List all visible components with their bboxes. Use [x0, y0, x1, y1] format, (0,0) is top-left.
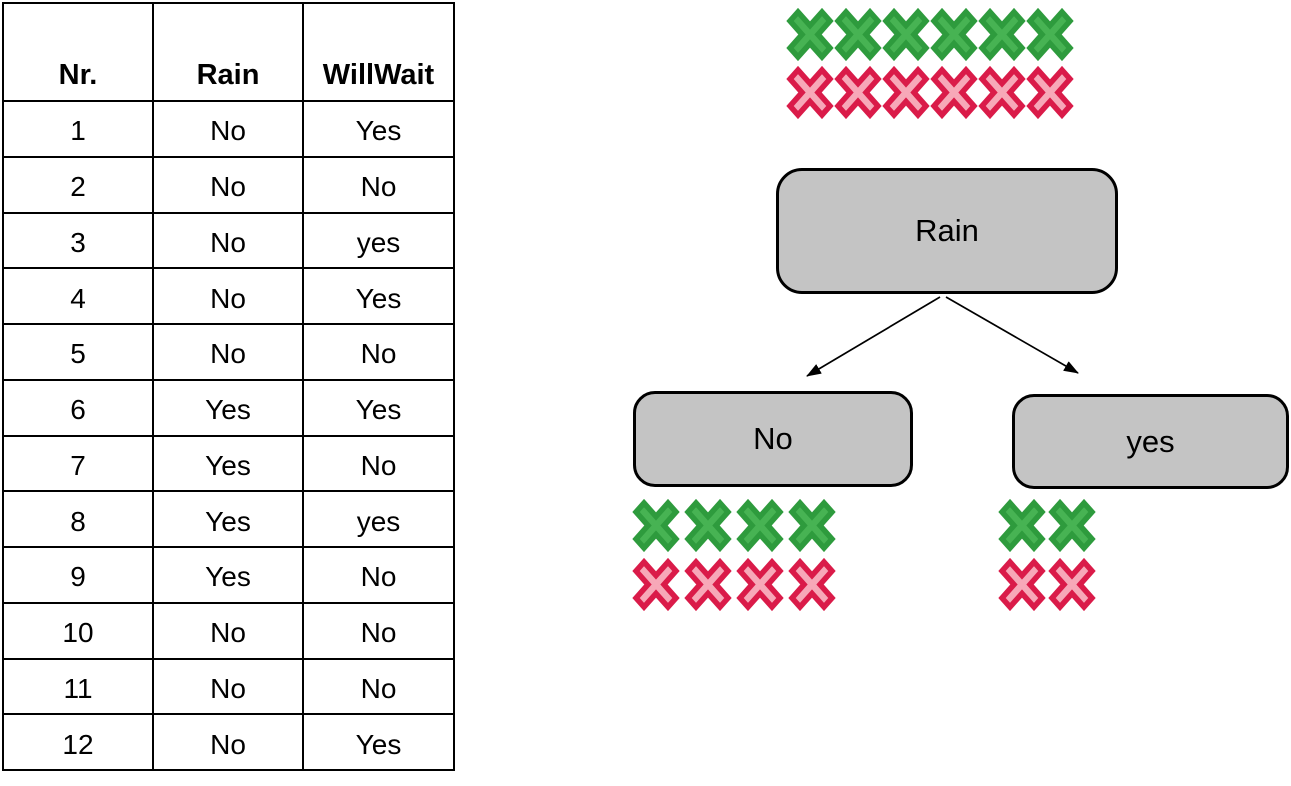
tree-node-label: yes	[1126, 423, 1175, 459]
table-cell: 6	[2, 378, 154, 437]
table-cell: Yes	[152, 434, 304, 493]
tree-node-label: Rain	[915, 213, 979, 248]
table-cell: No	[152, 211, 304, 270]
table-cell: Yes	[302, 100, 455, 158]
table-cell: Yes	[302, 267, 455, 325]
table-cell: No	[302, 155, 455, 214]
table-cell: Yes	[152, 546, 304, 604]
table-cell: No	[152, 601, 304, 660]
table-header-row: Nr. Rain WillWait	[2, 2, 455, 102]
column-header-rain: Rain	[152, 2, 304, 102]
table-cell: Yes	[302, 713, 455, 771]
table-cell: No	[302, 546, 455, 604]
table-cell: 10	[2, 601, 154, 660]
red-cross-icon	[882, 65, 930, 120]
root-positive-marks	[786, 7, 1074, 62]
table-cell: 7	[2, 434, 154, 493]
red-cross-icon	[632, 557, 680, 612]
right-child-positive-marks	[998, 498, 1096, 553]
green-cross-icon	[1048, 498, 1096, 553]
red-cross-icon	[998, 557, 1046, 612]
table-cell: No	[152, 100, 304, 158]
red-cross-icon	[834, 65, 882, 120]
red-cross-icon	[786, 65, 834, 120]
green-cross-icon	[998, 498, 1046, 553]
green-cross-icon	[632, 498, 680, 553]
table-cell: 2	[2, 155, 154, 214]
table-header: Nr. Rain WillWait	[2, 2, 455, 102]
column-header-willwait: WillWait	[302, 2, 455, 102]
right-child-negative-marks	[998, 557, 1096, 612]
green-cross-icon	[978, 7, 1026, 62]
green-cross-icon	[684, 498, 732, 553]
table-cell: yes	[302, 211, 455, 270]
table-cell: No	[152, 657, 304, 716]
green-cross-icon	[788, 498, 836, 553]
green-cross-icon	[786, 7, 834, 62]
table-cell: Yes	[152, 378, 304, 437]
tree-node-yes: yes	[1012, 394, 1289, 489]
red-cross-icon	[788, 557, 836, 612]
table-cell: yes	[302, 490, 455, 548]
table-cell: No	[302, 434, 455, 493]
table-cell: No	[302, 323, 455, 381]
table-cell: No	[152, 155, 304, 214]
table-cell: No	[152, 713, 304, 771]
table-cell: Yes	[302, 378, 455, 437]
green-cross-icon	[1026, 7, 1074, 62]
red-cross-icon	[736, 557, 784, 612]
red-cross-icon	[1026, 65, 1074, 120]
table-cell: Yes	[152, 490, 304, 548]
table-cell: 11	[2, 657, 154, 716]
table-cell: No	[302, 657, 455, 716]
table-cell: 8	[2, 490, 154, 548]
table-cell: 12	[2, 713, 154, 771]
red-cross-icon	[978, 65, 1026, 120]
table-cell: 9	[2, 546, 154, 604]
left-child-positive-marks	[632, 498, 836, 553]
green-cross-icon	[882, 7, 930, 62]
red-cross-icon	[1048, 557, 1096, 612]
red-cross-icon	[930, 65, 978, 120]
tree-node-label: No	[753, 421, 793, 456]
table-cell: 4	[2, 267, 154, 325]
table-cell: No	[302, 601, 455, 660]
green-cross-icon	[930, 7, 978, 62]
table-cell: No	[152, 323, 304, 381]
branch-arrow-right	[945, 296, 1079, 374]
column-header-nr: Nr.	[2, 2, 154, 102]
red-cross-icon	[684, 557, 732, 612]
green-cross-icon	[736, 498, 784, 553]
tree-node-no: No	[633, 391, 913, 487]
table-cell: No	[152, 267, 304, 325]
tree-node-rain: Rain	[776, 168, 1118, 294]
table-cell: 5	[2, 323, 154, 381]
left-child-negative-marks	[632, 557, 836, 612]
green-cross-icon	[834, 7, 882, 62]
branch-arrow-left	[806, 296, 941, 377]
table-cell: 3	[2, 211, 154, 270]
root-negative-marks	[786, 65, 1074, 120]
table-cell: 1	[2, 100, 154, 158]
